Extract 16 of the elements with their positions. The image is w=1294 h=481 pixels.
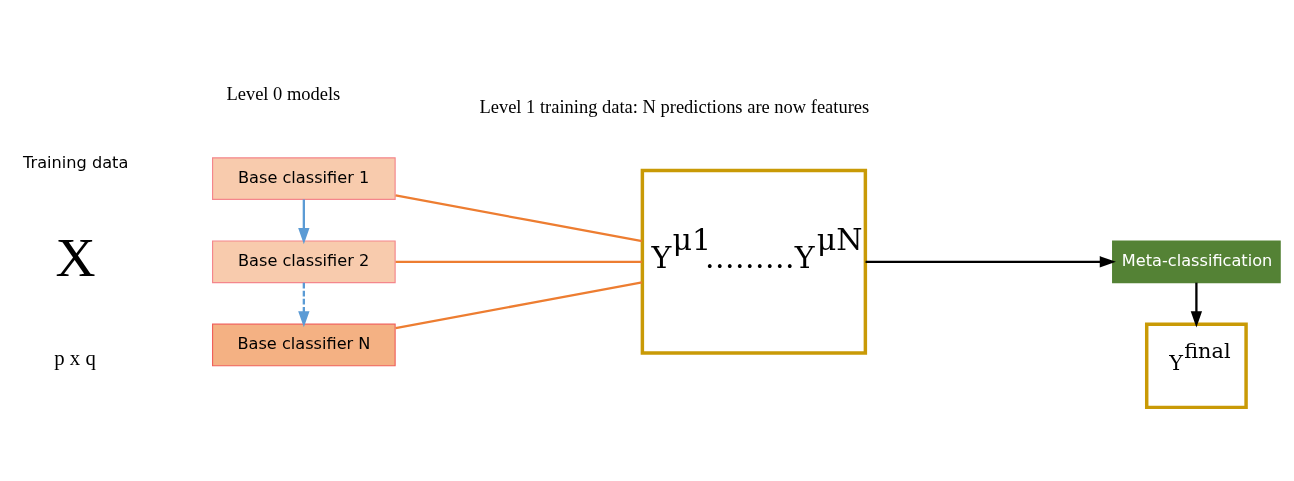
node-box: Meta-classification <box>1112 239 1281 283</box>
connector <box>395 193 643 242</box>
node-box: Base classifier N <box>212 323 396 366</box>
label: Level 1 training data: N predictions are now features <box>479 96 870 117</box>
node-box: Base classifier 1 <box>212 156 396 200</box>
arrow <box>1190 282 1203 327</box>
arrow <box>865 255 1116 267</box>
connector <box>395 280 643 329</box>
label: X <box>55 226 96 288</box>
label: Level 0 models <box>226 83 341 104</box>
arrow <box>298 282 310 327</box>
connector <box>395 260 643 263</box>
label: p x q <box>54 345 96 369</box>
arrow <box>298 198 310 244</box>
label: Training data <box>23 152 129 172</box>
node-box: Base classifier 2 <box>212 239 396 283</box>
